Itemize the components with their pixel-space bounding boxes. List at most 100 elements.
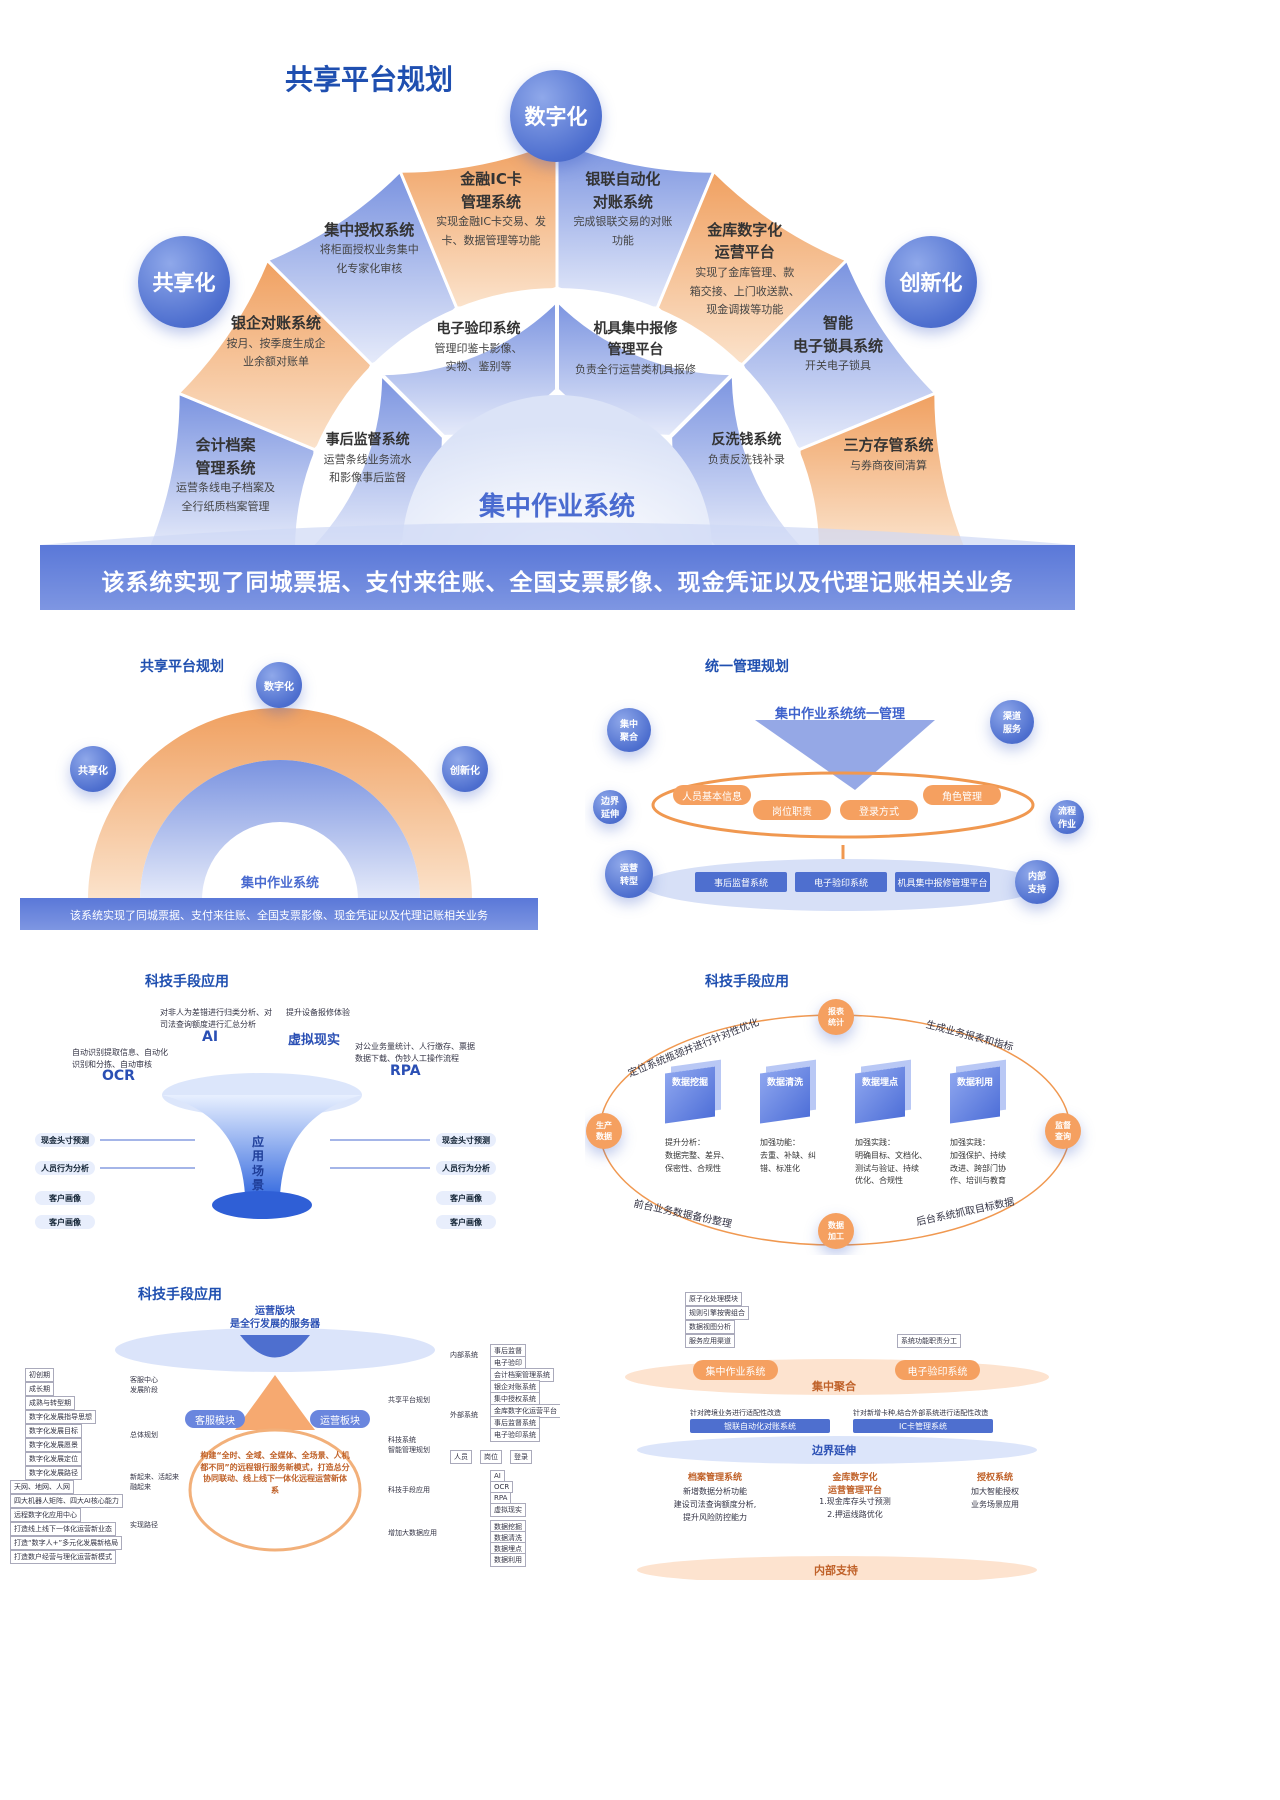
outer-label: 智能电子锁具系统开关电子锁具 [753, 312, 923, 376]
inner-label-desc: 负责反洗钱补录 [707, 452, 785, 466]
s7-col-desc: 新增数据分析功能 建设司法查询额度分析, 提升风险防控能力 [673, 1487, 757, 1522]
mini-banner: 该系统实现了同城票据、支付来往账、全国支票影像、现金凭证以及代理记账相关业务 [70, 909, 488, 922]
inner-label-desc: 运营条线业务流水 [323, 452, 412, 466]
slide-mindmap: 科技手段应用 运营版块 是全行发展的服务器 客服模块 运营板块 构建“全时、全域… [0, 1280, 560, 1580]
s7-col-title: 档案管理系统 [687, 1473, 742, 1483]
slide-system-map: 原子化处理模块规则引擎按需组合数据视图分析服务应用渠道 系统功能职责分工 集中作… [585, 1280, 1110, 1580]
outer-label-desc: 卡、数据管理等功能 [441, 234, 541, 248]
s3-bubble: 集中 聚合 [607, 708, 651, 752]
s6-right-item: 岗位 [480, 1450, 502, 1464]
s3-disc: 登录方式 [840, 800, 918, 820]
s3-bubble: 运营 转型 [605, 850, 653, 898]
s6-right-sub: 外部系统 [450, 1411, 478, 1419]
mini-center: 集中作业系统 [240, 876, 319, 891]
center-label: 集中作业系统 [478, 492, 635, 522]
s7-top-item: 数据视图分析 [685, 1320, 735, 1334]
s6-left-branch: 客服中心 发展阶段 [130, 1376, 158, 1394]
s7-label-1: 集中聚合 [812, 1380, 856, 1393]
s4-right-tag: 现金头寸预测 [436, 1133, 496, 1147]
outer-label-desc: 现金调拨等功能 [706, 303, 784, 317]
outer-label-title2: 对账系统 [592, 192, 653, 211]
s6-left-item: 成长期 [25, 1382, 54, 1396]
rainbow-mini [20, 708, 538, 930]
outer-label-desc: 业余额对账单 [242, 355, 309, 369]
cube-title: 数据清洗 [766, 1078, 803, 1088]
node-report: 报表 统计 [818, 999, 854, 1035]
s3-bar: 电子验印系统 [795, 872, 887, 892]
s7-label-2: 边界延伸 [812, 1444, 856, 1457]
outer-label-desc: 化专家化审核 [336, 262, 403, 276]
outer-label-desc: 将柜面授权业务集中 [319, 243, 419, 257]
s4-right-tag: 客户画像 [436, 1215, 496, 1229]
s6-left-item: 打造“数字人+”多元化发展新格局 [10, 1536, 123, 1550]
funnel-label: 应 用 场 景 [252, 1135, 265, 1193]
s4-left-tag: 现金头寸预测 [35, 1133, 95, 1147]
s4-right-tag: 客户画像 [436, 1191, 496, 1205]
outer-label-title: 金融IC卡 [460, 170, 522, 189]
s6-right-sub: 内部系统 [450, 1351, 478, 1359]
outer-label-desc: 箱交接、上门收送款、 [689, 284, 800, 298]
slide-shared-platform-small: 共享平台规划 集中作业系统 该系统实现了同城票据、支付来往账、全国支票影像、现金… [0, 650, 560, 940]
inner-label-title: 事后监督系统 [325, 431, 410, 448]
s6-center-text: 构建“全时、全域、全媒体、全场景、人机都不同”的远程银行服务新模式，打造总分协同… [200, 1451, 350, 1495]
s6-right-item: 数据利用 [490, 1553, 526, 1567]
outer-label-desc: 实现了金库管理、款 [695, 265, 795, 279]
s7-col-title: 金库数字化 运营管理平台 [827, 1473, 882, 1496]
outer-label-title: 三方存管系统 [843, 436, 934, 455]
s7-top-item: 服务应用渠道 [685, 1334, 735, 1348]
s4-left-tag: 客户画像 [35, 1191, 95, 1205]
outer-label-desc: 与券商夜间清算 [850, 458, 927, 472]
slide-shared-platform-large: 共享平台规划 会计档案管理系统运营条线电子档案及全行纸质档案管理银企对账系统按月… [0, 0, 1120, 640]
s3-disc: 角色管理 [923, 785, 1001, 805]
outer-label: 银联自动化对账系统完成银联交易的对账功能 [538, 168, 708, 250]
s6-left-item: 数字化发展愿景 [25, 1438, 82, 1452]
ocr-desc: 自动识别提取信息、自动化 识别和分拣、自动审核 [72, 1048, 168, 1069]
outer-label-desc: 运营条线电子档案及 [175, 481, 275, 495]
s7-col-title: 授权系统 [976, 1473, 1013, 1483]
s6-right-branch: 增加大数据应用 [388, 1529, 437, 1537]
vr-label: 虚拟现实 [288, 1033, 341, 1048]
outer-label-title: 集中授权系统 [324, 220, 415, 239]
bubble-innovation: 创新化 [885, 236, 977, 328]
s3-disc: 岗位职责 [753, 800, 831, 820]
s6-left-branch: 新起来、活起来 融起来 [130, 1473, 179, 1491]
s6-left-item: 成熟与转型期 [25, 1396, 75, 1410]
outer-label: 集中授权系统将柜面授权业务集中化专家化审核 [284, 219, 454, 279]
s3-bar: 机具集中报修管理平台 [895, 872, 990, 892]
s6-head2: 是全行发展的服务器 [230, 1319, 320, 1330]
s4-left-tag: 客户画像 [35, 1215, 95, 1229]
ai-desc: 对非人为差错进行归类分析、对 司法查询额度进行汇总分析 [160, 1008, 272, 1029]
outer-label-title: 会计档案 [195, 436, 256, 455]
funnel [100, 1073, 430, 1219]
s7-col-desc: 加大智能授权 业务场景应用 [971, 1487, 1019, 1509]
s6-left-item: 数字化发展目标 [25, 1424, 82, 1438]
module-operations: 运营板块 [310, 1410, 370, 1428]
inner-label: 事后监督系统运营条线业务流水和影像事后监督 [293, 430, 443, 488]
s6-right-item: 登录 [510, 1450, 532, 1464]
inner-label: 电子验印系统管理印鉴卡影像、实物、鉴别等 [404, 319, 554, 377]
inner-label: 机具集中报修管理平台负责全行运营类机具报修 [560, 319, 710, 380]
s3-disc: 人员基本信息 [673, 785, 751, 805]
s4-right-tag: 人员行为分析 [436, 1161, 496, 1175]
inner-label: 反洗钱系统负责反洗钱补录 [671, 430, 821, 470]
s6-right-item: 人员 [450, 1450, 472, 1464]
outer-label: 银企对账系统按月、按季度生成企业余额对账单 [191, 312, 361, 372]
slide5-title: 科技手段应用 [705, 974, 789, 990]
s6-graphics [115, 1328, 435, 1552]
s7-graphics [625, 1359, 1049, 1580]
s6-right-branch: 科技手段应用 [388, 1486, 430, 1494]
s6-left-item: 数字化发展路径 [25, 1466, 82, 1480]
cube-title: 数据埋点 [861, 1078, 898, 1088]
inner-label-desc: 管理印鉴卡影像、 [434, 341, 523, 355]
s7-top-right: 系统功能职责分工 [897, 1334, 961, 1348]
cube-desc: 加强实践： 明确目标、文档化、 测试与验证、持续 优化、合规性 [855, 1138, 927, 1186]
inner-label-title: 机具集中报修 [593, 320, 678, 337]
node-production: 生产 数据 [586, 1113, 622, 1149]
outer-label-desc: 按月、按季度生成企 [226, 336, 326, 350]
cube-title: 数据利用 [956, 1078, 993, 1088]
s7-col-desc: 1.现金库存头寸预测 2.押运线路优化 [819, 1497, 891, 1519]
inner-label-desc: 负责全行运营类机具报修 [574, 362, 696, 376]
s7-disc-2: 电子验印系统 [895, 1360, 980, 1380]
s7-mid-2: 针对新增卡种,结合外部系统进行适配性改造 [853, 1409, 989, 1417]
slide1-title: 共享平台规划 [285, 63, 454, 96]
